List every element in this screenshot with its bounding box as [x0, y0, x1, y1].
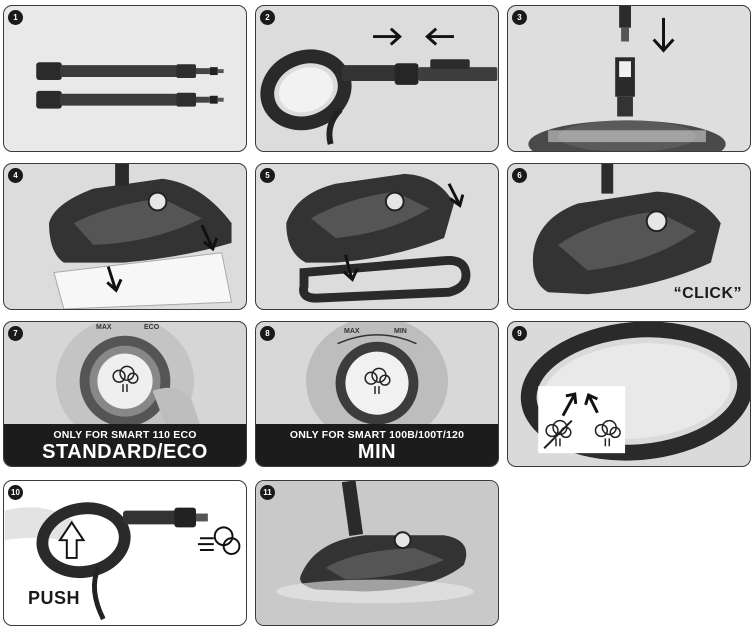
dial-min-label: MIN [394, 328, 407, 335]
steam-off-icon [543, 419, 573, 449]
click-label: “CLICK” [673, 285, 742, 302]
step-number: 4 [8, 168, 23, 183]
step-number: 10 [8, 485, 23, 500]
dial-max-label: MAX [96, 324, 112, 331]
step-number: 6 [512, 168, 527, 183]
steam-cloud-icon [594, 419, 621, 447]
step-11-panel: 11 [255, 480, 499, 626]
step-number: 11 [260, 485, 275, 500]
steam-cloud-icon [197, 526, 241, 555]
handle-switch-illustration [520, 322, 750, 461]
caption-small: ONLY FOR SMART 110 ECO [53, 429, 197, 441]
step-number: 5 [260, 168, 275, 183]
extension-tube-bottom [36, 90, 224, 109]
step-number: 1 [8, 10, 23, 25]
min-dial-illustration [306, 322, 448, 446]
frame-attach-illustration [286, 173, 471, 303]
step-number: 2 [260, 10, 275, 25]
arrow-icon [561, 392, 578, 417]
step-5-panel: 5 [255, 163, 499, 310]
step-4-panel: 4 [3, 163, 247, 310]
tube-insert-illustration [528, 6, 726, 151]
dial-max-label: MAX [344, 328, 360, 335]
eco-dial-illustration [55, 322, 202, 446]
step-7-panel: 7 MAX ECO ONLY FOR SMART 110 ECO STANDAR… [3, 321, 247, 467]
steam-cloud-icon [112, 365, 139, 393]
arrow-icon [652, 17, 675, 53]
handle-grip [260, 49, 352, 131]
arrow-icon [106, 266, 123, 293]
arrow-icon [447, 183, 465, 208]
arrow-icon [373, 27, 402, 46]
step-1-panel: 1 [3, 5, 247, 152]
steam-cloud-icon [364, 367, 391, 394]
extension-tubes-illustration [36, 62, 224, 109]
up-arrow-icon [58, 520, 86, 559]
arrow-icon [584, 392, 599, 414]
step-2-panel: 2 [255, 5, 499, 152]
step-6-panel: 6 “CLICK” [507, 163, 751, 310]
push-label: PUSH [28, 588, 81, 608]
carpet-cleaning-illustration [256, 481, 498, 625]
caption-small: ONLY FOR SMART 100B/100T/120 [289, 429, 465, 441]
frame-click-illustration [532, 164, 721, 295]
step-8-caption: ONLY FOR SMART 100B/100T/120 MIN [256, 424, 498, 466]
arrow-icon [425, 27, 454, 46]
step-number: 7 [8, 326, 23, 341]
arrow-icon [342, 254, 359, 282]
arrow-icon [200, 224, 219, 252]
extension-tube-top [36, 62, 224, 80]
step-number: 3 [512, 10, 527, 25]
step-3-panel: 3 [507, 5, 751, 152]
step-9-panel: 9 [507, 321, 751, 467]
push-trigger-illustration [4, 502, 241, 621]
step-10-panel: 10 PUSH [3, 480, 247, 626]
dial-eco-label: ECO [144, 324, 160, 331]
caption-big: MIN [357, 441, 397, 463]
handle-connection-illustration [260, 27, 498, 145]
step-number: 9 [512, 326, 527, 341]
step-8-panel: 8 MAX MIN ONLY FOR SMART 100B/100T/120 M… [255, 321, 499, 467]
step-7-caption: ONLY FOR SMART 110 ECO STANDARD/ECO [4, 424, 246, 466]
cloth-attach-illustration [49, 164, 233, 309]
caption-big: STANDARD/ECO [42, 441, 208, 463]
step-number: 8 [260, 326, 275, 341]
